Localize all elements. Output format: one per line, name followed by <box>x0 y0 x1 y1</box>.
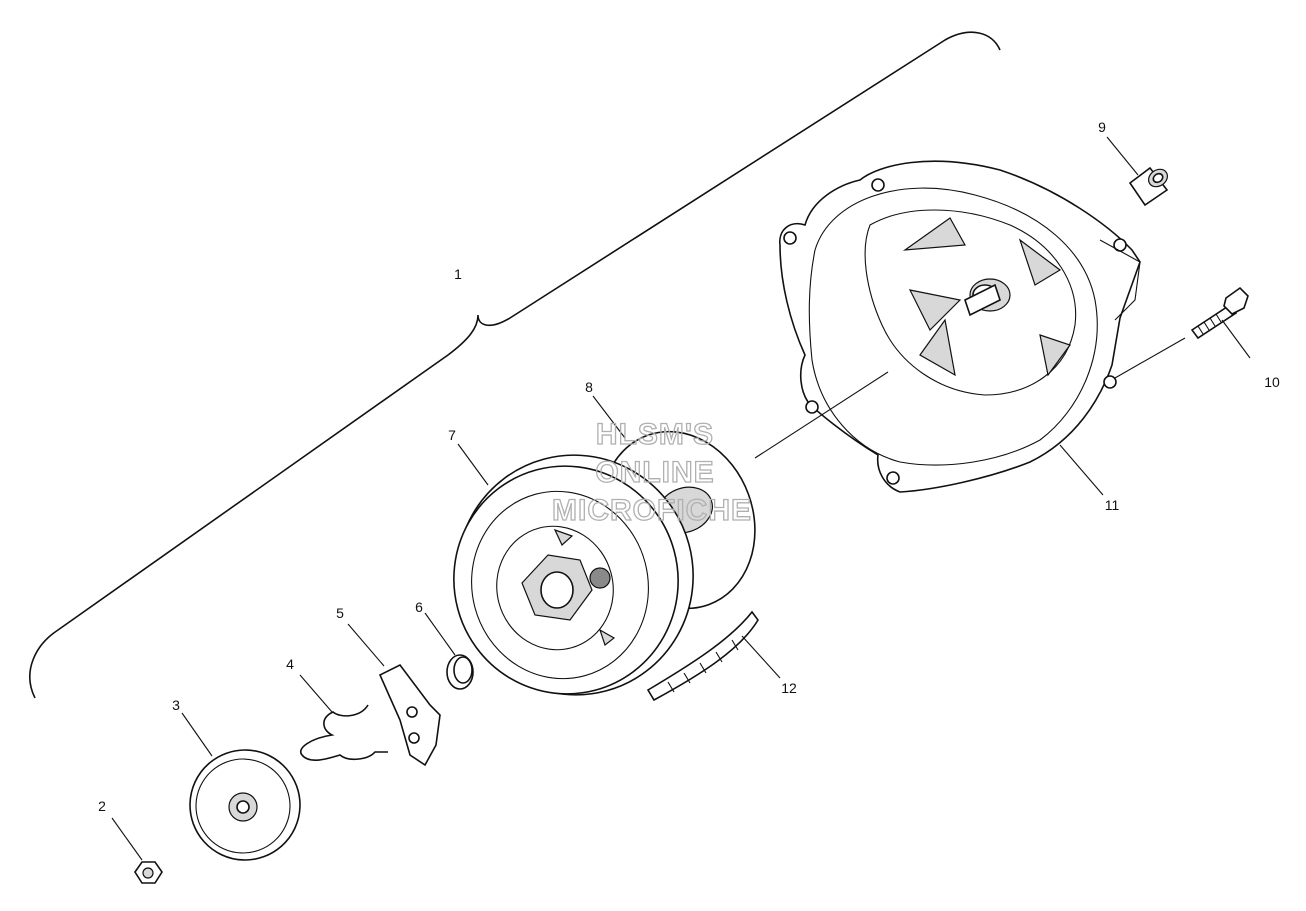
axis-line-bolt <box>1114 337 1186 379</box>
leader-line-5 <box>347 623 385 667</box>
callout-3: 3 <box>172 697 180 713</box>
part-6-spring <box>446 654 474 690</box>
part-11-housing <box>779 160 1141 493</box>
watermark-line-3: MICROFICHE <box>552 494 752 527</box>
callout-5: 5 <box>336 605 344 621</box>
callout-6: 6 <box>415 599 423 615</box>
assembly-bracket <box>29 31 1001 699</box>
callout-2: 2 <box>98 798 106 814</box>
callout-10: 10 <box>1264 374 1280 390</box>
leader-line-3 <box>181 712 213 757</box>
callout-1: 1 <box>454 266 462 282</box>
part-7-pulley <box>453 454 694 696</box>
leader-line-12 <box>741 635 781 679</box>
part-5-pawl <box>378 663 441 767</box>
part-10-bolt <box>1190 286 1249 340</box>
part-4-clip <box>299 704 388 761</box>
watermark-line-1: HLSM'S <box>596 418 714 451</box>
leader-line-6 <box>424 612 456 656</box>
part-12-rope <box>646 610 759 702</box>
leader-line-11 <box>1059 444 1104 496</box>
leader-line-7 <box>457 443 489 486</box>
leader-line-9 <box>1106 136 1139 176</box>
watermark-line-2: ONLINE <box>595 456 714 489</box>
callout-12: 12 <box>781 680 797 696</box>
callout-4: 4 <box>286 656 294 672</box>
callout-7: 7 <box>448 427 456 443</box>
leader-line-8 <box>592 395 626 439</box>
part-9-bushing <box>1128 166 1169 207</box>
leader-line-4 <box>299 674 333 713</box>
part-2-nut <box>134 861 163 884</box>
callout-9: 9 <box>1098 119 1106 135</box>
leader-line-2 <box>111 817 143 861</box>
callout-11: 11 <box>1105 497 1120 513</box>
callout-8: 8 <box>585 379 593 395</box>
axis-line-housing <box>754 371 889 459</box>
part-3-cover <box>189 749 301 861</box>
leader-line-10 <box>1221 319 1251 359</box>
